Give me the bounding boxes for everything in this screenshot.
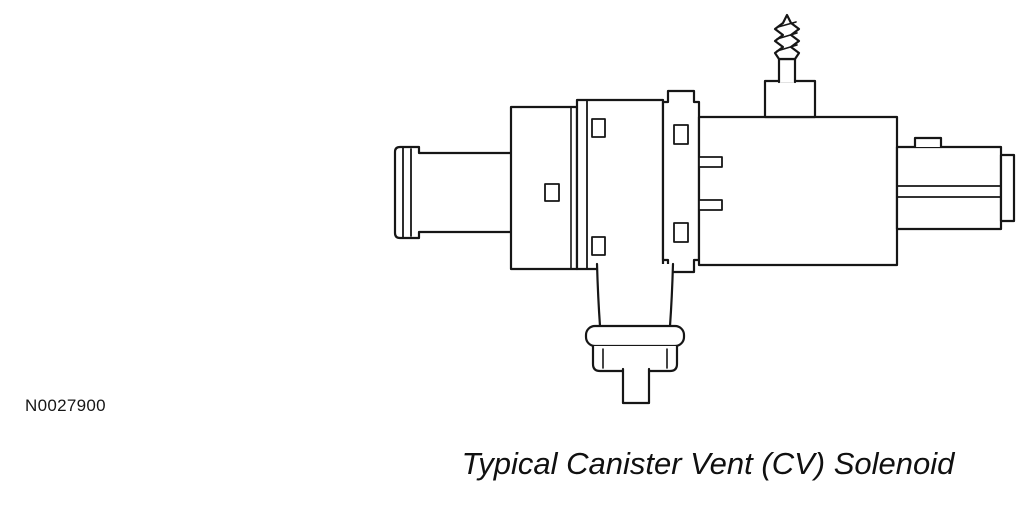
middle-housing: [575, 98, 665, 271]
electrical-connector: [895, 136, 1016, 231]
figure-reference-number: N0027900: [25, 396, 106, 415]
left-valve-block: [509, 105, 579, 271]
left-port-tube: [393, 145, 518, 240]
mounting-flange: [661, 89, 701, 274]
solenoid-body: [697, 115, 899, 267]
figure-caption: Typical Canister Vent (CV) Solenoid: [461, 446, 955, 481]
bottom-vent-port: [584, 262, 686, 405]
mounting-stud: [763, 13, 817, 119]
